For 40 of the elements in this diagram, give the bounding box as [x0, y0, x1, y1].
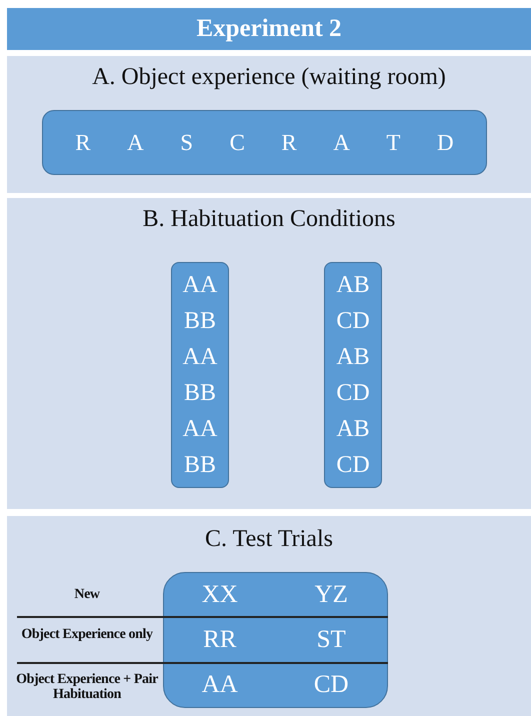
- pair-label: BB: [184, 453, 216, 477]
- pair-label: AB: [336, 273, 370, 297]
- section-panel: [7, 198, 531, 509]
- pair-label: YZ: [314, 580, 349, 610]
- letter-label: R: [281, 130, 297, 156]
- sequence-column: [324, 262, 382, 488]
- pair-label: BB: [184, 309, 216, 333]
- test-trial-box: [163, 572, 388, 708]
- pair-label: CD: [336, 309, 370, 333]
- row-label: Object Experience only: [20, 628, 154, 643]
- pair-label: AA: [182, 273, 218, 297]
- pair-label: AB: [336, 345, 370, 369]
- section-panel: [7, 56, 531, 193]
- pair-label: AA: [182, 345, 218, 369]
- sequence-column: [171, 262, 229, 488]
- pair-label: ST: [316, 624, 347, 655]
- section-panel: [7, 516, 531, 716]
- pair-label: AB: [336, 417, 370, 441]
- pair-label: RR: [202, 624, 238, 655]
- section-heading: A. Object experience (waiting room): [91, 64, 447, 91]
- letter-label: D: [437, 130, 454, 156]
- pair-label: BB: [184, 381, 216, 405]
- row-label: Object Experience + Pair Habituation: [15, 673, 159, 702]
- row-label: New: [73, 588, 101, 603]
- letter-label: T: [386, 130, 400, 156]
- pair-label: AA: [182, 417, 218, 441]
- letter-label: S: [180, 130, 194, 156]
- title-bar: Experiment 2: [7, 8, 531, 50]
- pair-label: CD: [336, 381, 370, 405]
- sequence-box: [42, 110, 487, 175]
- section-heading: C. Test Trials: [204, 526, 334, 553]
- letter-label: R: [75, 130, 91, 156]
- pair-label: AA: [200, 670, 239, 700]
- letter-label: C: [230, 130, 245, 156]
- section-heading: B. Habituation Conditions: [142, 206, 396, 233]
- pair-label: CD: [336, 453, 370, 477]
- pair-label: CD: [312, 670, 350, 700]
- letter-label: A: [127, 130, 144, 156]
- pair-label: XX: [200, 580, 239, 610]
- letter-label: A: [333, 130, 350, 156]
